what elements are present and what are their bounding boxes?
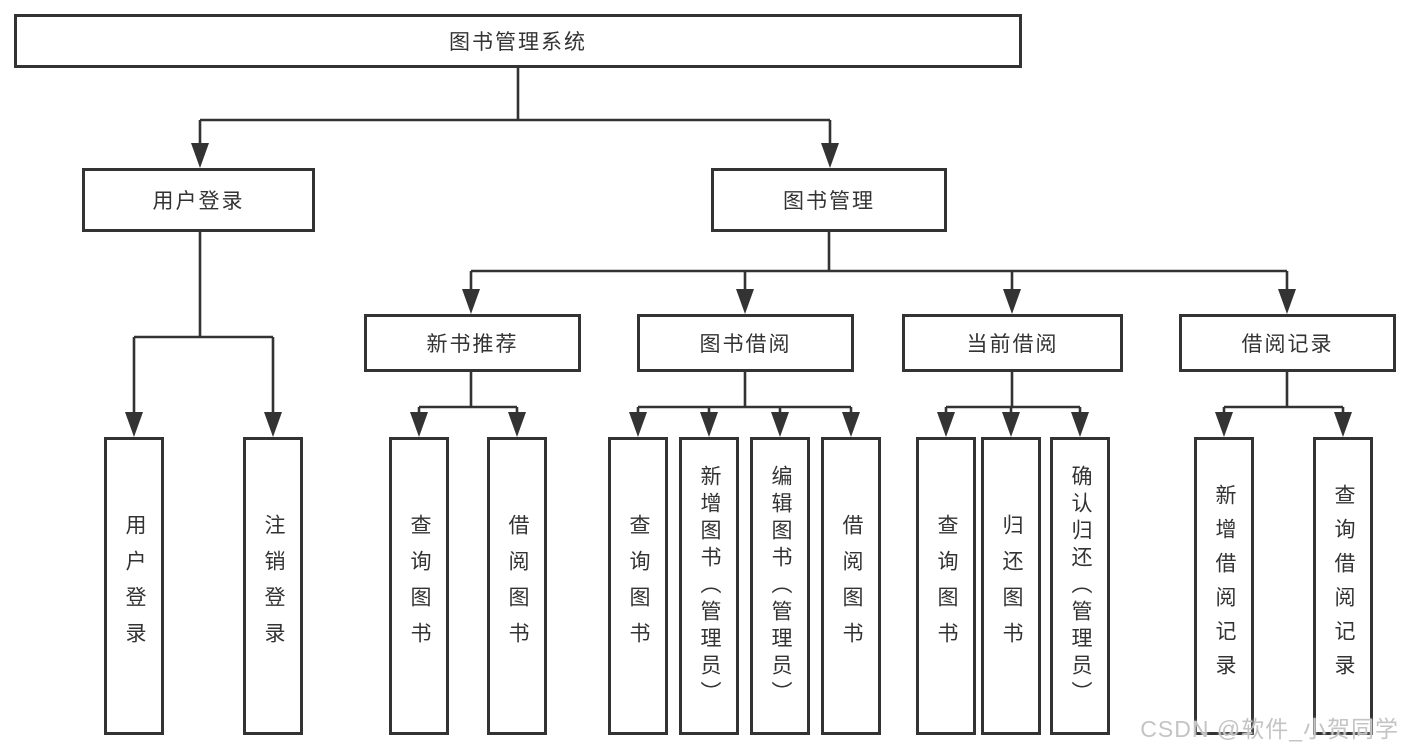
connector-path xyxy=(132,68,1345,415)
leaf-return-books: 归还图书 xyxy=(981,437,1041,735)
leaf-edit-book-admin: 编辑图书（管理员） xyxy=(750,437,810,735)
node-current-borrowing: 当前借阅 xyxy=(902,314,1123,372)
leaf-query-books-recommend: 查询图书 xyxy=(389,437,449,735)
node-book-borrowing: 图书借阅 xyxy=(637,314,854,372)
leaf-borrow-books: 借阅图书 xyxy=(821,437,881,735)
leaf-confirm-return-admin: 确认归还（管理员） xyxy=(1050,437,1110,735)
leaf-borrow-books-recommend: 借阅图书 xyxy=(487,437,547,735)
leaf-logout: 注销登录 xyxy=(243,437,303,735)
node-book-management: 图书管理 xyxy=(711,168,947,232)
node-new-book-recommend: 新书推荐 xyxy=(364,314,581,372)
leaf-add-borrow-record: 新增借阅记录 xyxy=(1194,437,1254,735)
leaf-query-books-borrow: 查询图书 xyxy=(608,437,668,735)
node-root-system: 图书管理系统 xyxy=(14,14,1022,68)
csdn-watermark: CSDN @软件_小贺同学 xyxy=(1140,716,1399,742)
node-borrowing-records: 借阅记录 xyxy=(1179,314,1396,372)
leaf-user-login: 用户登录 xyxy=(104,437,164,735)
node-user-login: 用户登录 xyxy=(82,168,315,232)
leaf-query-borrow-record: 查询借阅记录 xyxy=(1313,437,1373,735)
leaf-query-books-current: 查询图书 xyxy=(916,437,976,735)
arrowheads xyxy=(125,143,1352,437)
leaf-add-book-admin: 新增图书（管理员） xyxy=(679,437,739,735)
